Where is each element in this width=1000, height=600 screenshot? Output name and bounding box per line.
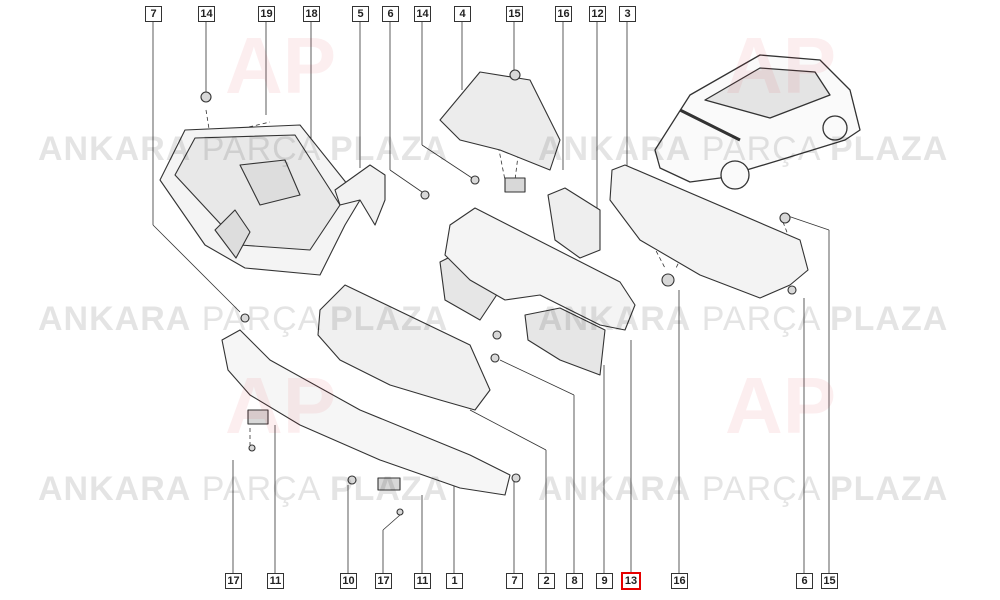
cowl-top-part bbox=[439, 71, 561, 171]
part-callout-top[interactable]: 18 bbox=[303, 6, 320, 22]
part-callout-bottom[interactable]: 10 bbox=[340, 573, 357, 589]
part-callout-top[interactable]: 15 bbox=[506, 6, 523, 22]
watermark-logo: AP bbox=[725, 21, 837, 110]
watermark-row-3b: ANKARA PARÇA PLAZA bbox=[538, 470, 949, 508]
part-callout-bottom[interactable]: 17 bbox=[225, 573, 242, 589]
part-callout-bottom[interactable]: 8 bbox=[566, 573, 583, 589]
bracket-part bbox=[334, 164, 386, 226]
part-callout-bottom[interactable]: 7 bbox=[506, 573, 523, 589]
part-callout-bottom[interactable]: 2 bbox=[538, 573, 555, 589]
part-callout-bottom[interactable]: 6 bbox=[796, 573, 813, 589]
part-callout-bottom[interactable]: 9 bbox=[596, 573, 613, 589]
part-callout-top[interactable]: 14 bbox=[198, 6, 215, 22]
watermark-row-1b: ANKARA PARÇA PLAZA bbox=[538, 130, 949, 168]
part-callout-highlighted[interactable]: 13 bbox=[621, 572, 641, 590]
part-callout-top[interactable]: 4 bbox=[454, 6, 471, 22]
watermark-logo: AP bbox=[225, 21, 337, 110]
part-callout-bottom[interactable]: 1 bbox=[446, 573, 463, 589]
part-callout-bottom[interactable]: 15 bbox=[821, 573, 838, 589]
bumper-upper-panel bbox=[444, 207, 636, 331]
lower-panel-part bbox=[317, 284, 491, 411]
right-grille-part bbox=[524, 307, 606, 376]
air-duct-part bbox=[547, 187, 601, 259]
part-callout-top[interactable]: 12 bbox=[589, 6, 606, 22]
watermark-row-1: ANKARA PARÇA PLAZA bbox=[38, 130, 449, 168]
part-callout-bottom[interactable]: 11 bbox=[414, 573, 431, 589]
front-spoiler-part bbox=[221, 329, 511, 496]
part-callout-top[interactable]: 5 bbox=[352, 6, 369, 22]
part-callout-top[interactable]: 14 bbox=[414, 6, 431, 22]
part-callout-bottom[interactable]: 11 bbox=[267, 573, 284, 589]
watermark-row-3: ANKARA PARÇA PLAZA bbox=[38, 470, 449, 508]
cowl-panel-part bbox=[609, 164, 809, 299]
upper-grille-part bbox=[159, 124, 361, 276]
part-callout-top[interactable]: 6 bbox=[382, 6, 399, 22]
watermark-row-2: ANKARA PARÇA PLAZA bbox=[38, 300, 449, 338]
part-callout-top[interactable]: 7 bbox=[145, 6, 162, 22]
part-callout-top[interactable]: 3 bbox=[619, 6, 636, 22]
part-callout-top[interactable]: 19 bbox=[258, 6, 275, 22]
part-callout-bottom[interactable]: 16 bbox=[671, 573, 688, 589]
part-callout-bottom[interactable]: 17 bbox=[375, 573, 392, 589]
watermark-logo: AP bbox=[225, 361, 337, 450]
fasteners bbox=[200, 69, 797, 516]
part-callout-top[interactable]: 16 bbox=[555, 6, 572, 22]
car-silhouette bbox=[654, 54, 861, 190]
leader-lines bbox=[152, 22, 830, 580]
watermark-row-2b: ANKARA PARÇA PLAZA bbox=[538, 300, 949, 338]
watermark-logo: AP bbox=[725, 361, 837, 450]
